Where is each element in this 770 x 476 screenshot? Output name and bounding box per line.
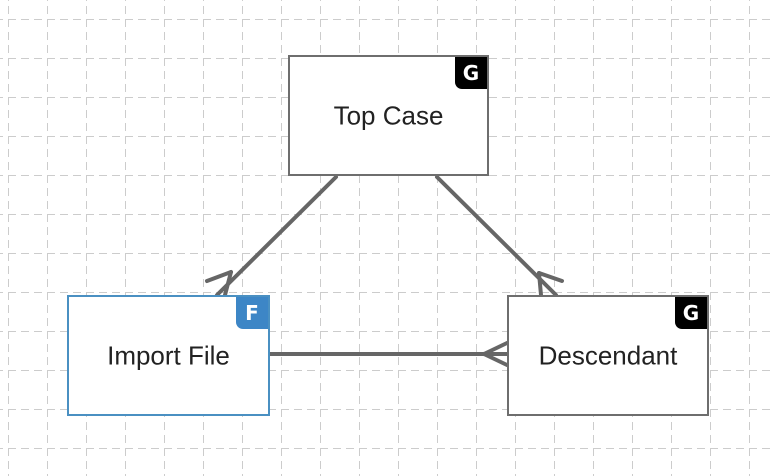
edge-top-case-to-descendant[interactable] bbox=[435, 175, 564, 297]
file-badge-icon: F bbox=[236, 297, 268, 329]
node-import-file[interactable]: Import File F bbox=[67, 295, 270, 416]
node-label: Import File bbox=[107, 340, 230, 370]
node-label: Top Case bbox=[333, 100, 444, 130]
edge-import-file-to-descendant[interactable] bbox=[268, 341, 509, 367]
node-top-case[interactable]: Top Case G bbox=[288, 55, 489, 176]
crow-foot-icon bbox=[205, 270, 233, 297]
node-descendant[interactable]: Descendant G bbox=[507, 295, 709, 416]
crow-foot-icon bbox=[482, 341, 509, 367]
node-label: Descendant bbox=[538, 340, 678, 370]
group-badge-icon: G bbox=[455, 57, 487, 89]
edge-top-case-to-import-file[interactable] bbox=[205, 175, 338, 297]
group-badge-icon: G bbox=[675, 297, 707, 329]
crow-foot-icon bbox=[537, 271, 564, 297]
